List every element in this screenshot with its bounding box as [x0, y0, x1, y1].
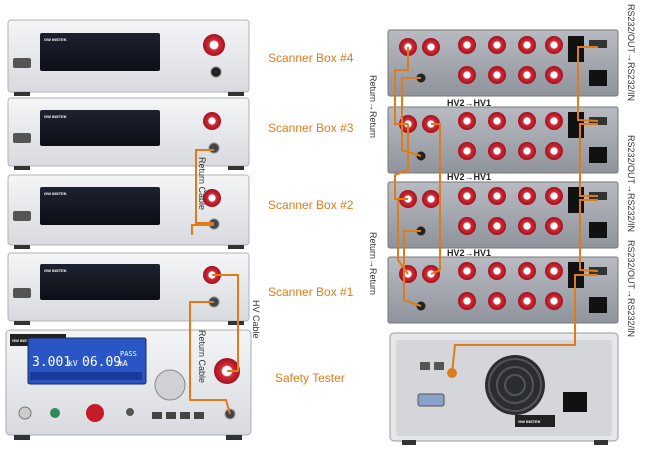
lcd-current: 06.09	[82, 355, 121, 370]
lcd-voltage-unit: kV	[68, 359, 78, 368]
scanner-box-3: GW INSTEK	[7, 97, 250, 170]
label-return-2: Return→Return	[368, 232, 378, 295]
label-hv-1: HV2→HV1	[447, 98, 491, 108]
scanner-back-2	[387, 181, 619, 249]
lcd-voltage: 3.001	[32, 355, 71, 370]
tester-back-brand: GW INSTEK	[518, 419, 541, 424]
right-stack: HV2→HV1 HV2→HV1 HV2→HV1	[387, 29, 619, 445]
label-hv-3: HV2→HV1	[447, 248, 491, 258]
left-stack: GW INSTEK GW INSTEK GW INSTEK	[5, 19, 252, 440]
label-rs232-3: RS232/OUT→RS232/IN	[626, 240, 636, 337]
tester-brand: GW INSTEK	[12, 338, 35, 343]
label-return-1: Return→Return	[368, 75, 378, 138]
label-rs232-1: RS232/OUT→RS232/IN	[626, 4, 636, 101]
label-hv-cable: HV Cable	[251, 300, 261, 339]
label-scanner-2: Scanner Box #2	[268, 198, 354, 212]
scanner-brand: GW INSTEK	[44, 114, 67, 119]
tester-back: GW INSTEK	[389, 332, 619, 445]
lcd-current-unit: mA	[118, 359, 128, 368]
label-hv-2: HV2→HV1	[447, 172, 491, 182]
start-button[interactable]	[86, 404, 104, 422]
label-scanner-3: Scanner Box #3	[268, 121, 354, 135]
label-scanner-1: Scanner Box #1	[268, 285, 354, 299]
scanner-back-4	[387, 29, 619, 97]
scanner-box-4: GW INSTEK	[7, 19, 250, 96]
scanner-brand: GW INSTEK	[44, 268, 67, 273]
label-return-cable: Return Cable	[197, 157, 207, 210]
scanner-back-3	[387, 106, 619, 174]
label-scanner-4: Scanner Box #4	[268, 51, 354, 65]
scanner-box-2: GW INSTEK	[7, 174, 250, 249]
label-safety-tester: Safety Tester	[275, 371, 345, 385]
stop-button[interactable]	[50, 408, 60, 418]
power-switch[interactable]	[18, 406, 32, 420]
scanner-brand: GW INSTEK	[44, 37, 67, 42]
safety-tester-front: GW INSTEK 3.001 kV 06.09 mA PASS	[5, 329, 252, 440]
hv-jack	[203, 34, 225, 56]
lcd-status: PASS	[120, 350, 137, 358]
scanner-box-1: GW INSTEK	[7, 252, 250, 325]
scanner-brand: GW INSTEK	[44, 191, 67, 196]
scanner-back-1	[387, 256, 619, 324]
label-rs232-2: RS232/OUT→RS232/IN	[626, 135, 636, 232]
label-return-cable-2: Return Cable	[197, 330, 207, 383]
